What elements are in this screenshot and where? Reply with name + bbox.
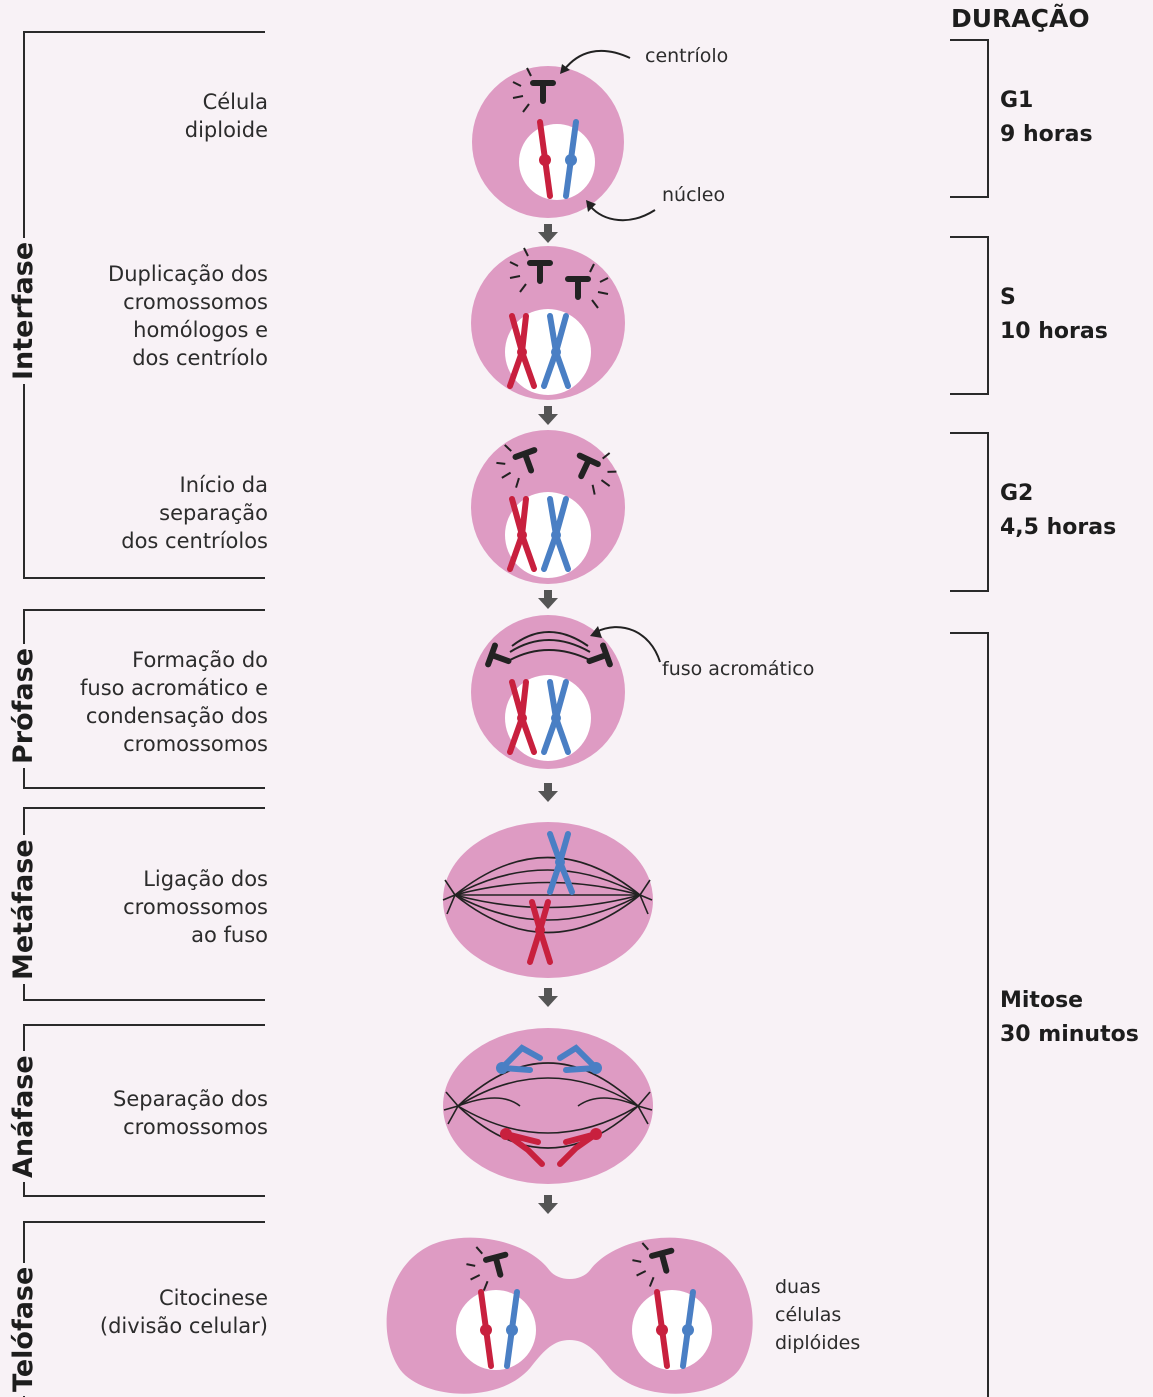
arrow-1: [538, 224, 558, 243]
cell-centriole-separation: [471, 430, 625, 584]
arrow-5: [538, 988, 558, 1007]
bracket-mitose: [950, 633, 988, 1397]
stage-citocinese: Citocinese (divisão celular): [100, 1284, 268, 1340]
cell-diploid: [472, 66, 624, 218]
stage-duplicacao: Duplicação dos cromossomos homólogos e d…: [108, 260, 268, 372]
arrow-6: [538, 1195, 558, 1214]
bracket-g1: [950, 40, 988, 197]
cell-duplication: [471, 246, 625, 400]
annotation-centriolo: centríolo: [645, 42, 728, 70]
arrow-3: [538, 590, 558, 609]
duration-mitose: Mitose 30 minutos: [1000, 984, 1139, 1052]
cell-anaphase: [443, 1028, 653, 1184]
duration-s: S 10 horas: [1000, 281, 1108, 349]
phase-profase: Prófase: [8, 644, 39, 768]
annotation-duas-celulas: duas células diplóides: [775, 1273, 860, 1357]
duration-g2: G2 4,5 horas: [1000, 477, 1116, 545]
centriolo-pointer: [564, 51, 630, 70]
annotation-fuso: fuso acromático: [662, 655, 814, 683]
stage-formacao-fuso: Formação do fuso acromático e condensaçã…: [80, 646, 268, 758]
cell-metaphase: [443, 822, 653, 978]
phase-metafase: Metáfase: [8, 835, 39, 984]
nucleo-pointer: [590, 206, 655, 220]
phase-anafase: Anáfase: [8, 1051, 39, 1182]
phase-interfase: Interfase: [8, 238, 39, 384]
bracket-s: [950, 237, 988, 394]
phase-telofase: Telófase: [8, 1263, 39, 1396]
cell-telophase: [387, 1236, 753, 1394]
cell-prophase: [471, 615, 625, 769]
stage-celula-diploide: Célula diploide: [185, 88, 268, 144]
duration-brackets: [950, 40, 988, 1397]
arrow-2: [538, 406, 558, 425]
stage-inicio-separacao: Início da separação dos centríolos: [121, 471, 268, 555]
bracket-g2: [950, 433, 988, 591]
arrow-4: [538, 783, 558, 802]
stage-ligacao: Ligação dos cromossomos ao fuso: [123, 865, 268, 949]
duration-g1: G1 9 horas: [1000, 84, 1093, 152]
stage-separacao: Separação dos cromossomos: [113, 1085, 268, 1141]
annotation-nucleo: núcleo: [662, 181, 725, 209]
duration-header: DURAÇÃO: [951, 4, 1090, 33]
